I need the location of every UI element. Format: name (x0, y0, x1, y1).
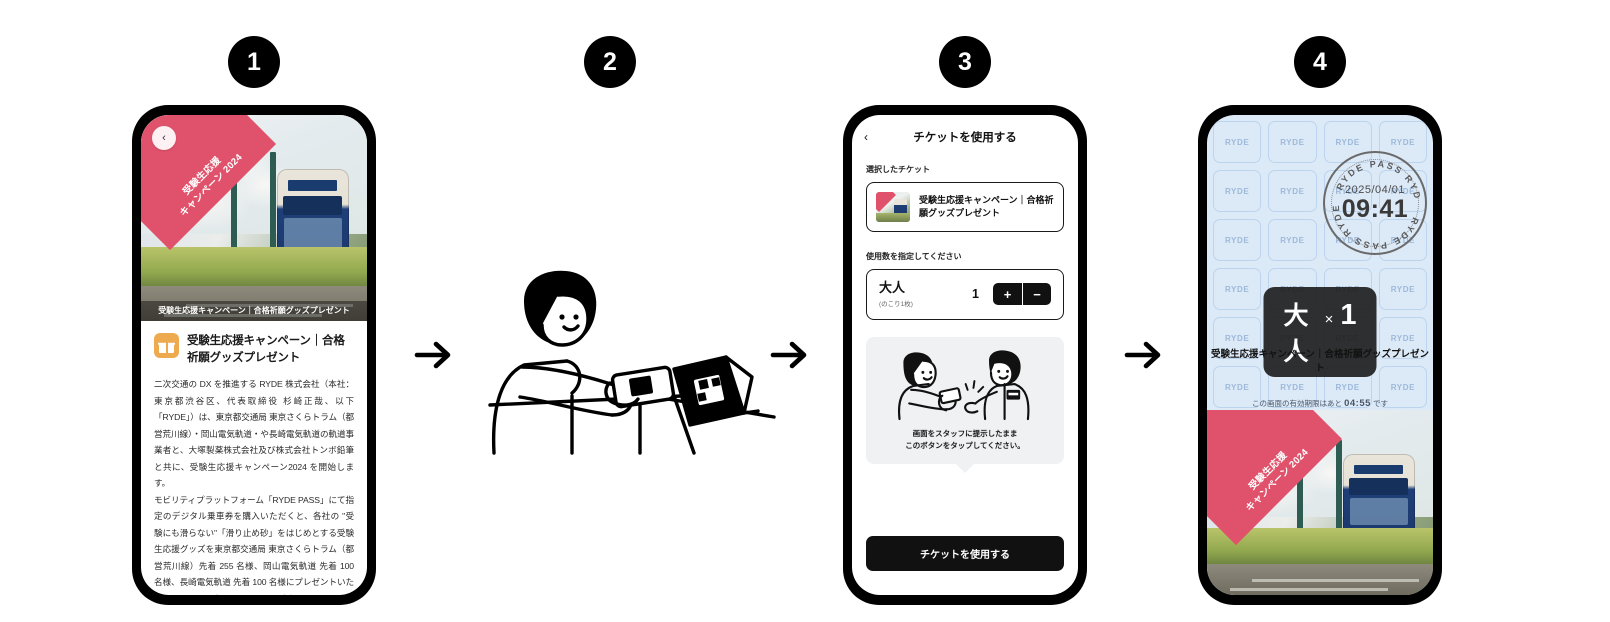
step-number: 3 (958, 47, 972, 76)
watermark-tile: RYDE (1378, 317, 1427, 359)
screen-campaign-detail: 受験生応援 キャンペーン 2024 ‹ 受験生応援キャンペーン｜合格祈願グッズプ… (141, 115, 367, 595)
step-badge-2: 2 (584, 36, 636, 88)
active-ticket-title: 受験生応援キャンペーン｜合格祈願グッズプレゼント (1210, 349, 1430, 375)
photo-rail-b (1252, 579, 1420, 583)
chevron-left-icon: ‹ (162, 132, 166, 144)
quantity-stepper: + − (993, 283, 1051, 306)
page-title: チケットを使用する (913, 132, 1017, 144)
photo-rail-a (163, 313, 322, 317)
watermark-tile: RYDE (1213, 170, 1262, 212)
watermark-tile: RYDE (1213, 317, 1262, 359)
watermark-tile: RYDE (1213, 366, 1262, 408)
staff-illustration (874, 349, 1056, 421)
quantity-remaining: (のこり1枚) (879, 300, 913, 308)
photo-tram-window (283, 195, 343, 215)
arrow-right-icon-1 (410, 332, 456, 378)
phone-step-3: ‹ チケットを使用する 選択したチケット 受験生応援キャンペーン｜合格祈願グッズ… (843, 105, 1087, 605)
photo-pole-a (231, 139, 238, 293)
svg-text:RYDE PASS RYDE PASS: RYDE PASS RYDE PASS (1325, 153, 1423, 201)
quantity-type: 大人 (のこり1枚) (879, 280, 962, 308)
stamp-arc-text: RYDE PASS RYDE PASS RYDE PASS RYDE PASS (1325, 153, 1423, 251)
staff-instruction-text: 画面をスタッフに提示したまま このボタンをタップしてください。 (874, 428, 1056, 453)
step-number: 1 (247, 47, 261, 76)
arrow-right-icon-2 (766, 332, 812, 378)
use-ticket-button[interactable]: チケットを使用する (866, 536, 1064, 571)
photo-tram-window (1349, 478, 1409, 495)
ticket-thumbnail (876, 192, 910, 222)
staff-instruction-panel: 画面をスタッフに提示したまま このボタンをタップしてください。 (866, 336, 1064, 464)
step-number: 4 (1313, 47, 1327, 76)
quantity-type-name: 大人 (879, 280, 906, 295)
screen-use-ticket: ‹ チケットを使用する 選択したチケット 受験生応援キャンペーン｜合格祈願グッズ… (852, 115, 1078, 595)
multiply-symbol: × (1324, 311, 1334, 328)
watermark-tile: RYDE (1213, 219, 1262, 261)
qr-scan-illustration (462, 265, 792, 455)
step-number: 2 (603, 47, 617, 76)
campaign-paragraph-2: モビリティプラットフォーム「RYDE PASS」にて指定のデジタル乗車券を購入い… (154, 494, 354, 595)
campaign-paragraph-1: 二次交通の DX を推進する RYDE 株式会社（本社：東京都渋谷区、代表取締役… (154, 379, 354, 489)
campaign-title: 受験生応援キャンペーン｜合格祈願グッズプレゼント (187, 335, 345, 364)
selected-ticket-card[interactable]: 受験生応援キャンペーン｜合格祈願グッズプレゼント (866, 182, 1064, 232)
campaign-body: 受験生応援キャンペーン｜合格祈願グッズプレゼント 二次交通の DX を推進する … (141, 321, 367, 595)
photo-pole-b (269, 152, 276, 284)
quantity-decrease-button[interactable]: − (1022, 283, 1051, 306)
thumbnail-ribbon (876, 192, 896, 212)
arrow-right-icon-3 (1120, 332, 1166, 378)
watermark-tile: RYDE (1378, 268, 1427, 310)
step-badge-4: 4 (1294, 36, 1346, 88)
quantity-label: 使用数を指定してください (866, 252, 962, 261)
quantity-card: 大人 (のこり1枚) 1 + − (866, 269, 1064, 320)
staff-instruction-line-2: このボタンをタップしてください。 (905, 441, 1025, 451)
screen-active-ticket: RYDE RYDE RYDE RYDE RYDE RYDE RYDE RYDE … (1207, 115, 1433, 595)
photo-rail-a (1229, 588, 1388, 592)
selected-ticket-label: 選択したチケット (866, 165, 930, 174)
photo-hedge (141, 246, 367, 289)
passenger-type: 大人 (1283, 302, 1310, 366)
step-badge-1: 1 (228, 36, 280, 88)
phone-step-1: 受験生応援 キャンペーン 2024 ‹ 受験生応援キャンペーン｜合格祈願グッズプ… (132, 105, 376, 605)
passenger-count: 1 (1340, 299, 1357, 331)
expiry-countdown: この画面の有効期限はあと 04:55 です (1207, 398, 1433, 409)
countdown-suffix: です (1373, 399, 1388, 408)
ticket-title: 受験生応援キャンペーン｜合格祈願グッズプレゼント (919, 194, 1054, 219)
watermark-tile: RYDE (1268, 170, 1317, 212)
hero-caption: 受験生応援キャンペーン｜合格祈願グッズプレゼント (141, 301, 367, 321)
photo-tram-destination (288, 180, 338, 191)
quantity-value: 1 (972, 287, 979, 302)
phone-step-4: RYDE RYDE RYDE RYDE RYDE RYDE RYDE RYDE … (1198, 105, 1442, 605)
photo-tram-glass (1350, 498, 1408, 526)
step-badge-3: 3 (939, 36, 991, 88)
back-button[interactable]: ‹ (864, 130, 868, 144)
countdown-prefix: この画面の有効期限はあと (1252, 399, 1342, 408)
photo-tram-glass (284, 218, 342, 249)
watermark-tile: RYDE (1378, 366, 1427, 408)
watermark-tile: RYDE (1268, 121, 1317, 163)
ticket-photo: 受験生応援 キャンペーン 2024 (1207, 410, 1433, 595)
nav-bar: ‹ チケットを使用する (852, 115, 1078, 145)
quantity-increase-button[interactable]: + (993, 283, 1022, 306)
back-button[interactable]: ‹ (152, 126, 176, 150)
photo-pole-a (1297, 428, 1304, 562)
countdown-value: 04:55 (1344, 398, 1371, 409)
campaign-hero-image: 受験生応援 キャンペーン 2024 ‹ 受験生応援キャンペーン｜合格祈願グッズプ… (141, 115, 367, 321)
gift-icon (154, 333, 179, 358)
campaign-title-row: 受験生応援キャンペーン｜合格祈願グッズプレゼント (154, 333, 354, 366)
watermark-tile: RYDE (1213, 121, 1262, 163)
photo-tram-destination (1354, 464, 1404, 475)
photo-pole-b (1335, 439, 1342, 558)
staff-instruction-line-1: 画面をスタッフに提示したまま (912, 428, 1018, 438)
thumbnail-ground (876, 213, 910, 222)
watermark-tile: RYDE (1268, 219, 1317, 261)
validation-stamp: RYDE PASS RYDE PASS RYDE PASS RYDE PASS … (1323, 151, 1427, 255)
gift-ribbon-decoration (165, 339, 168, 353)
watermark-tile: RYDE (1213, 268, 1262, 310)
passenger-count-badge: 大人 × 1 (1263, 287, 1377, 377)
photo-rail-b (186, 303, 354, 307)
